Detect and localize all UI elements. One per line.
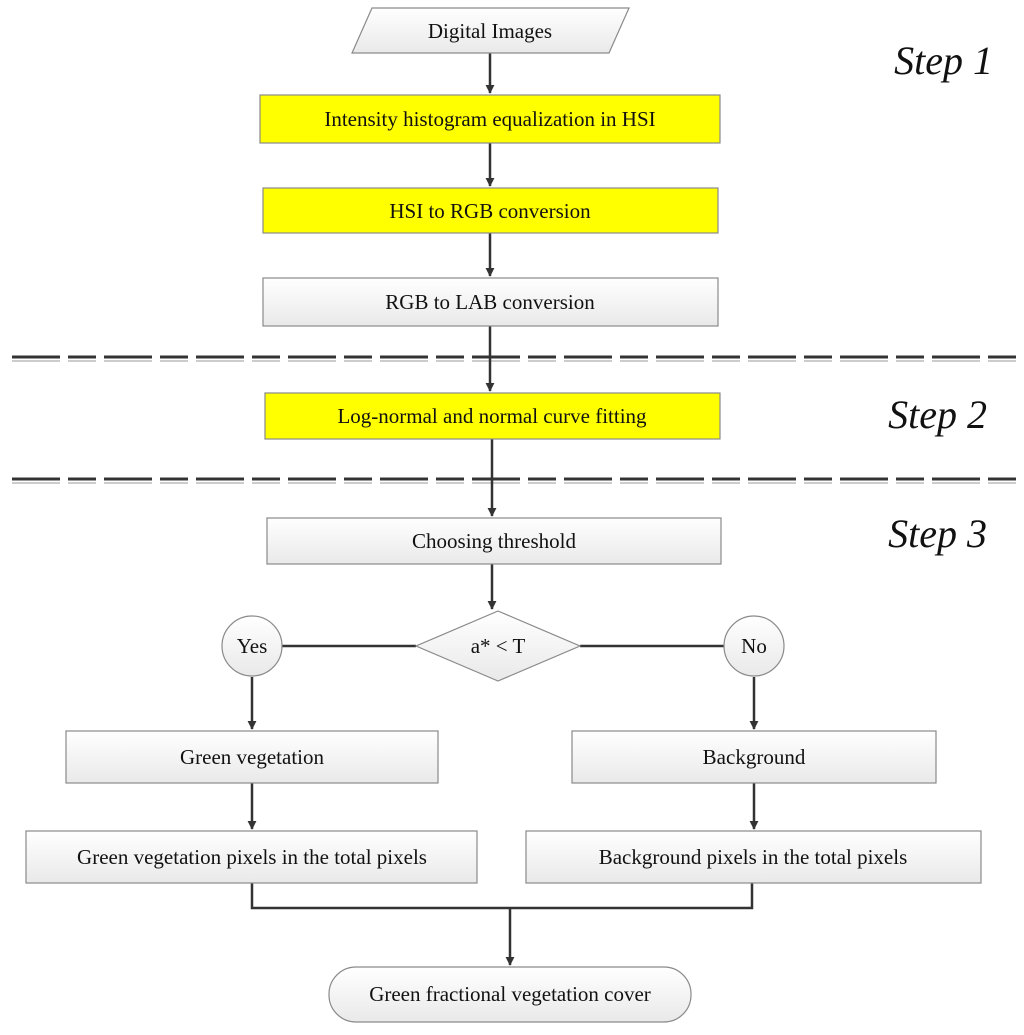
equalization-label: Intensity histogram equalization in HSI — [324, 107, 655, 131]
step-3-label: Step 3 — [888, 511, 987, 556]
yes-node: Yes — [221, 615, 283, 677]
curve-fitting-label: Log-normal and normal curve fitting — [337, 404, 647, 428]
connectors — [247, 53, 759, 966]
background-pixels-label: Background pixels in the total pixels — [599, 845, 908, 869]
input-node: Digital Images — [351, 7, 630, 54]
hsi-to-rgb-node: HSI to RGB conversion — [262, 187, 719, 234]
step-2-label: Step 2 — [888, 392, 987, 437]
curve-fitting-node: Log-normal and normal curve fitting — [264, 392, 721, 440]
separator-1 — [12, 355, 1016, 362]
output-node: Green fractional vegetation cover — [328, 966, 692, 1023]
rgb-to-lab-label: RGB to LAB conversion — [385, 290, 595, 314]
decision-node: a* < T — [414, 610, 582, 682]
separator-2 — [12, 477, 1016, 484]
green-pixels-node: Green vegetation pixels in the total pix… — [25, 830, 478, 884]
green-pixels-label: Green vegetation pixels in the total pix… — [77, 845, 427, 869]
no-node: No — [723, 615, 785, 677]
background-label: Background — [703, 745, 806, 769]
no-label: No — [741, 634, 767, 658]
green-vegetation-label: Green vegetation — [180, 745, 325, 769]
background-pixels-node: Background pixels in the total pixels — [525, 830, 982, 884]
yes-label: Yes — [237, 634, 268, 658]
threshold-node: Choosing threshold — [266, 517, 722, 565]
output-label: Green fractional vegetation cover — [369, 982, 651, 1006]
step-1-label: Step 1 — [894, 38, 993, 83]
input-label: Digital Images — [428, 19, 552, 43]
merge-line — [250, 883, 754, 910]
equalization-node: Intensity histogram equalization in HSI — [259, 94, 721, 144]
hsi-to-rgb-label: HSI to RGB conversion — [389, 199, 591, 223]
decision-label: a* < T — [471, 634, 526, 658]
green-vegetation-node: Green vegetation — [65, 730, 439, 784]
rgb-to-lab-node: RGB to LAB conversion — [262, 277, 719, 327]
background-node: Background — [571, 730, 937, 784]
threshold-label: Choosing threshold — [412, 529, 576, 553]
